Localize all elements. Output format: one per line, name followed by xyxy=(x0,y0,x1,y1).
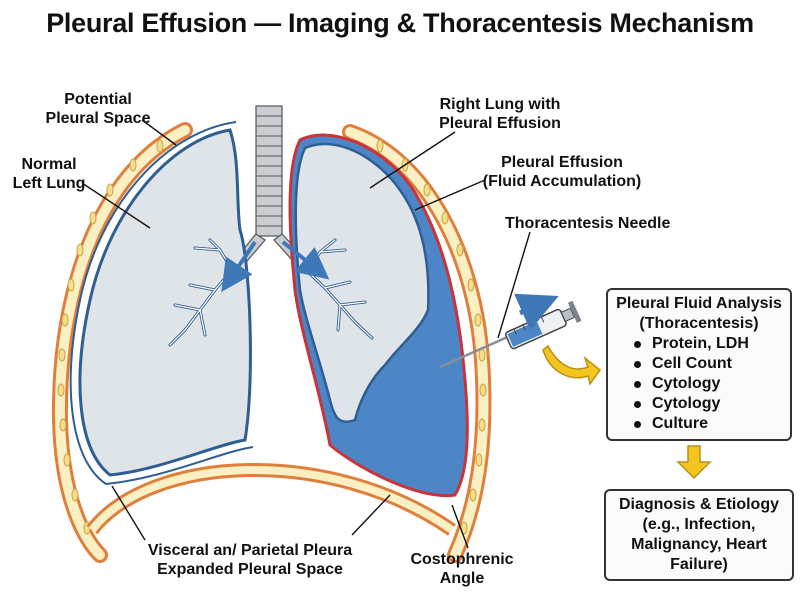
pleural-fluid-analysis-box: Pleural Fluid Analysis (Thoracentesis) P… xyxy=(606,288,792,441)
thoracentesis-syringe xyxy=(439,293,582,369)
list-item: Culture xyxy=(630,414,790,434)
normal-left-lung xyxy=(69,121,254,486)
diagnosis-line: Diagnosis & Etiology xyxy=(618,496,779,513)
list-item: Cytology xyxy=(630,374,790,394)
diagnosis-line: (e.g., Infection, xyxy=(642,516,756,533)
airflow-arrows xyxy=(221,240,330,292)
analysis-list: Protein, LDH Cell Count Cytology Cytolog… xyxy=(630,334,790,434)
label-normal-left-lung: Normal Left Lung xyxy=(12,156,86,192)
list-item: Cell Count xyxy=(630,354,790,374)
list-item: Cytology xyxy=(630,394,790,414)
label-costophrenic-angle: Costophrenic Angle xyxy=(410,551,514,587)
diagnosis-etiology-box: Diagnosis & Etiology (e.g., Infection, M… xyxy=(604,489,794,581)
label-pleural-effusion: Pleural Effusion (Fluid Accumulation) xyxy=(482,154,642,190)
to-analysis-arrow xyxy=(542,344,602,386)
list-item: Protein, LDH xyxy=(630,334,790,354)
rib-cage-left xyxy=(51,122,193,563)
right-lung-with-effusion xyxy=(288,133,469,498)
to-diagnosis-arrow xyxy=(676,445,712,480)
rib-cage-right xyxy=(342,124,492,563)
label-visceral-parietal-pleura: Visceral an/ Parietal Pleura Expanded Pl… xyxy=(147,542,353,578)
leader-lines xyxy=(81,119,531,549)
label-potential-pleural-space: Potential Pleural Space xyxy=(45,91,151,127)
diagnosis-line: Malignancy, Heart xyxy=(631,536,767,553)
diagnosis-line: Failure) xyxy=(670,556,728,573)
label-right-lung: Right Lung with Pleural Effusion xyxy=(439,96,561,132)
label-thoracentesis-needle: Thoracentesis Needle xyxy=(505,215,671,232)
analysis-title-line-1: Pleural Fluid Analysis xyxy=(616,295,782,312)
page-title: Pleural Effusion — Imaging & Thoracentes… xyxy=(46,8,754,38)
analysis-title-line-2: (Thoracentesis) xyxy=(639,315,759,332)
